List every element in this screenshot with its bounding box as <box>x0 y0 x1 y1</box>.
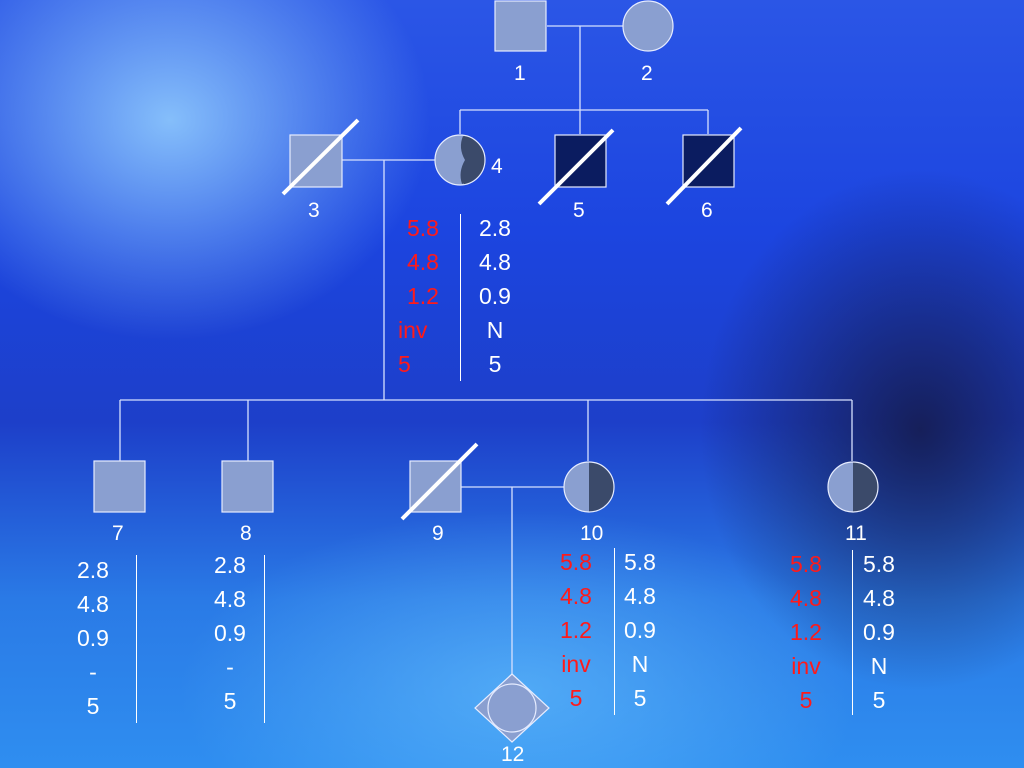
allele: 4.8 <box>214 586 246 612</box>
allele: 1.2 <box>560 617 592 643</box>
allele: 5 <box>398 351 411 377</box>
allele: 5.8 <box>863 551 895 577</box>
allele: N <box>870 653 888 679</box>
allele: 5 <box>488 351 502 377</box>
label-individual-3: 3 <box>308 199 320 222</box>
allele: 5 <box>569 685 583 711</box>
allele: N <box>486 317 504 343</box>
individual-10-circle <box>563 461 615 513</box>
allele: 5.8 <box>407 215 439 241</box>
allele: 5 <box>872 687 886 713</box>
allele: 5 <box>86 693 100 719</box>
deceased-slash-9 <box>400 442 479 521</box>
haplotype-4-right: 2.8 4.8 0.9 N 5 <box>470 211 520 381</box>
deceased-slash-3 <box>281 118 360 196</box>
allele: 4.8 <box>560 583 592 609</box>
haplotype-11-right: 5.8 4.8 0.9 N 5 <box>853 547 905 717</box>
haplotype-8-left: 2.8 4.8 0.9 - 5 <box>205 548 255 718</box>
individual-8-square <box>221 460 274 513</box>
allele: - <box>226 654 234 680</box>
allele: 0.9 <box>214 620 246 646</box>
label-individual-4: 4 <box>491 155 503 178</box>
label-individual-7: 7 <box>112 522 124 545</box>
deceased-slash-6 <box>665 126 743 206</box>
allele: 1.2 <box>790 619 822 645</box>
allele: 4.8 <box>479 249 511 275</box>
allele: 2.8 <box>479 215 511 241</box>
label-individual-8: 8 <box>240 522 252 545</box>
allele: inv <box>398 317 428 343</box>
allele: 4.8 <box>77 591 109 617</box>
allele: 2.8 <box>214 552 246 578</box>
allele: 4.8 <box>624 583 656 609</box>
pedigree-lines <box>119 25 853 674</box>
allele: 5.8 <box>790 551 822 577</box>
allele: 4.8 <box>863 585 895 611</box>
haplotype-11-left: 5.8 4.8 1.2 inv 5 <box>781 547 831 717</box>
haplotype-7-left: 2.8 4.8 0.9 - 5 <box>68 553 118 723</box>
deceased-slash-5 <box>537 128 615 206</box>
allele: 0.9 <box>863 619 895 645</box>
allele: 0.9 <box>77 625 109 651</box>
label-individual-11: 11 <box>845 522 867 545</box>
haplotype-11-divider <box>852 550 853 715</box>
haplotype-4-divider <box>460 214 461 381</box>
allele: 0.9 <box>479 283 511 309</box>
allele: 5 <box>799 687 813 713</box>
allele: - <box>89 659 97 685</box>
haplotype-8-divider <box>264 555 265 723</box>
allele: 5.8 <box>560 549 592 575</box>
individual-11-circle <box>827 461 879 513</box>
haplotype-10-right: 5.8 4.8 0.9 N 5 <box>614 545 666 715</box>
allele: 5 <box>633 685 647 711</box>
label-individual-6: 6 <box>701 199 713 222</box>
allele: 0.9 <box>624 617 656 643</box>
allele: 4.8 <box>790 585 822 611</box>
allele: inv <box>791 653 821 679</box>
label-individual-2: 2 <box>641 62 653 85</box>
haplotype-10-left: 5.8 4.8 1.2 inv 5 <box>551 545 601 715</box>
label-individual-9: 9 <box>432 522 444 545</box>
individual-1-square <box>494 0 547 52</box>
individual-4-circle <box>434 134 486 186</box>
allele: 5.8 <box>624 549 656 575</box>
allele: inv <box>561 651 591 677</box>
allele: N <box>631 651 649 677</box>
label-individual-12: 12 <box>501 743 525 766</box>
allele: 2.8 <box>77 557 109 583</box>
haplotype-7-divider <box>136 555 137 723</box>
individual-2-circle <box>622 0 674 52</box>
haplotype-10-divider <box>614 548 615 715</box>
allele: 1.2 <box>407 283 439 309</box>
allele: 4.8 <box>407 249 439 275</box>
label-individual-5: 5 <box>573 199 585 222</box>
haplotype-4-left: 5.8 4.8 1.2 inv 5 <box>398 211 448 381</box>
individual-7-square <box>93 460 146 513</box>
label-individual-10: 10 <box>580 522 604 545</box>
label-individual-1: 1 <box>514 62 526 85</box>
allele: 5 <box>223 688 237 714</box>
individual-12-diamond <box>474 673 550 743</box>
